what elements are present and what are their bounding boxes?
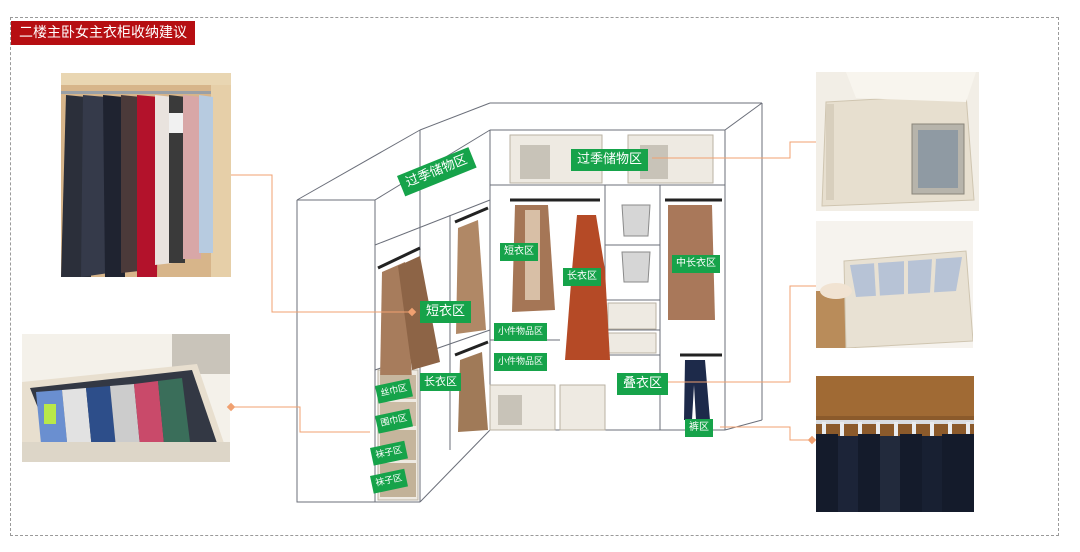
zone-small-items-2: 小件物品区: [494, 353, 548, 371]
photo-hanging-pants: [816, 376, 974, 512]
zone-pants: 裤区: [685, 419, 713, 437]
zone-long-center: 长衣区: [563, 268, 601, 286]
photo-hanging-coats: [61, 73, 231, 277]
photo-storage-box: [816, 72, 979, 211]
page-title: 二楼主卧女主衣柜收纳建议: [11, 21, 195, 45]
zone-short-left: 短衣区: [420, 301, 472, 323]
zone-folded: 叠衣区: [617, 373, 669, 395]
zone-mid-long: 中长衣区: [672, 255, 720, 273]
zone-long-left: 长衣区: [420, 373, 461, 391]
zone-seasonal-top: 过季储物区: [571, 149, 649, 171]
photo-drawer-folded: [22, 334, 230, 462]
content-frame: [10, 17, 1059, 536]
zone-short-center: 短衣区: [500, 243, 538, 261]
zone-small-items-1: 小件物品区: [494, 323, 548, 341]
photo-divider-box: [816, 221, 973, 348]
